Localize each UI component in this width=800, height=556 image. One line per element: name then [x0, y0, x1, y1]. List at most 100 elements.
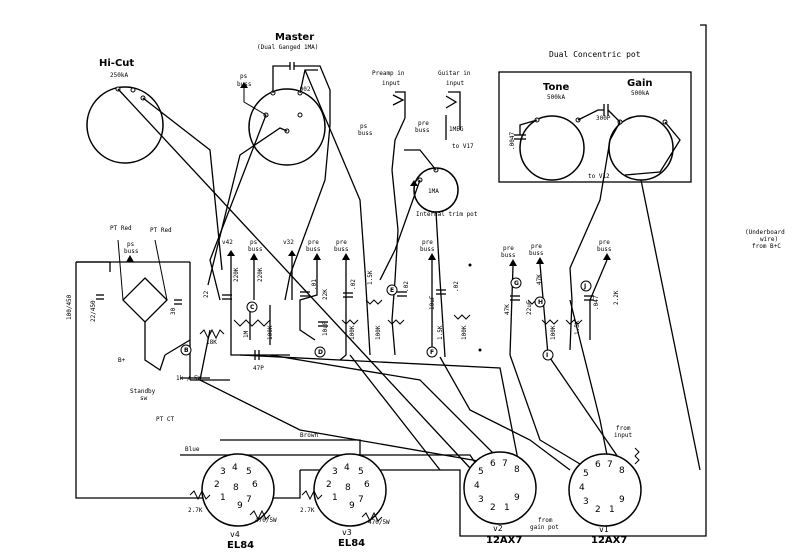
wire-blue-label: Blue [185, 446, 200, 453]
v3-type: EL84 [338, 538, 365, 549]
master-cap-value: .002 [296, 86, 311, 93]
v3-res1: 470/5W [368, 519, 390, 526]
res-18k: 18K [206, 339, 217, 346]
dual-cap2: .0047 [509, 132, 516, 150]
buss-label: buss [248, 246, 263, 253]
cap-47p: 47P [253, 365, 264, 372]
master-subtitle: (Dual Ganged 1MA) [257, 44, 318, 51]
cap-label: .01 [311, 279, 318, 290]
from-input-line1: from [616, 425, 631, 432]
buss-label: buss [358, 130, 373, 137]
v4-type: EL84 [227, 540, 254, 551]
pin: 4 [579, 483, 585, 493]
dual-pot-title: Dual Concentric pot [549, 50, 641, 59]
buss-label: buss [501, 252, 516, 259]
res-220k-b: 220K [257, 267, 264, 282]
cap-label: 22uF [526, 300, 533, 315]
pin: 9 [514, 493, 520, 503]
marker-g: G [514, 280, 519, 287]
buss-label: buss [597, 246, 612, 253]
from-input-line2: input [614, 432, 632, 439]
v3-name: v3 [342, 528, 352, 537]
pin: 1 [609, 505, 615, 515]
v3-res2: 2.7K [300, 507, 315, 514]
hicut-pot: Hi-Cut 250kA [86, 58, 164, 164]
res-label: 1.5K [437, 325, 444, 340]
pre-buss-label: pre [503, 245, 514, 252]
buss-label: buss [306, 246, 321, 253]
pin: 4 [474, 481, 480, 491]
trim-pot: 1MA Internal trim pot [410, 167, 478, 218]
v2-type: 12AX7 [486, 535, 522, 546]
master-title: Master [275, 32, 314, 43]
v4-name: v4 [230, 530, 240, 539]
ps-buss-label: ps [360, 123, 368, 130]
res-label: 47K [504, 304, 511, 315]
b-plus: B+ [118, 357, 126, 364]
pin: 8 [514, 465, 520, 475]
stage-components: .01 22K 10uF .02 1.5K 100K 100K .02 10uF… [299, 259, 620, 361]
marker-f: F [430, 349, 434, 356]
marker-d: D [318, 349, 323, 356]
guitar-res-value: 1MEG [449, 126, 464, 133]
stage-buss: pre buss pre buss pre buss pre buss pre … [306, 239, 612, 266]
pin: 2 [326, 480, 332, 490]
ps-buss-master: ps buss [237, 73, 267, 116]
pin: 4 [344, 463, 350, 473]
tube-v4: 4 5 6 7 3 2 1 9 8 v4 EL84 470/5W 2.7K [188, 453, 277, 551]
res-label: 1.5K [367, 270, 374, 285]
v42-label: v42 [222, 239, 233, 246]
tube-v2: 6 7 8 9 5 4 3 2 1 v2 12AX7 [463, 451, 537, 546]
cap-label: 10uF [429, 295, 436, 310]
res-label: 2.2K [613, 290, 620, 305]
pin: 8 [345, 483, 351, 493]
marker-b: B [184, 347, 189, 354]
underboard-line3: from B+C [752, 243, 781, 250]
pin: 9 [349, 501, 355, 511]
pre-buss-label: pre [308, 239, 319, 246]
res-label: 100K [349, 325, 356, 340]
v4-res1: 470/5W [255, 517, 277, 524]
pin: 5 [478, 467, 484, 477]
marker-i: I [546, 352, 548, 359]
preamp-jack-line1: Preamp in [372, 70, 405, 77]
pin: 3 [583, 497, 589, 507]
pin: 3 [220, 467, 226, 477]
hicut-title: Hi-Cut [99, 58, 134, 69]
res-220k-a: 220K [233, 267, 240, 282]
v1-type: 12AX7 [591, 535, 627, 546]
pt-red-1: PT Red [110, 225, 132, 232]
trim-value: 1MA [428, 188, 439, 195]
v2-name: v2 [493, 524, 503, 533]
res-1m: 1M [243, 330, 250, 338]
to-v12-note: to V12 [588, 173, 610, 180]
tube-v1: 6 7 8 9 5 4 3 2 1 v1 12AX7 [568, 447, 642, 546]
pre-buss-label: pre [599, 239, 610, 246]
buss-label: buss [415, 127, 430, 134]
pin: 8 [619, 466, 625, 476]
supply-nodes: v42 v32 ps buss 220K 220K 1M 100K 47P [222, 239, 296, 372]
pin: 3 [332, 467, 338, 477]
cap-label: .02 [403, 281, 410, 292]
pin: 9 [237, 501, 243, 511]
pin: 3 [478, 495, 484, 505]
underboard-line1: (Underboard [745, 229, 785, 236]
pin: 2 [214, 480, 220, 490]
ps-buss-label: ps [127, 241, 135, 248]
cap-label: .02 [350, 279, 357, 290]
power-supply: PT Red PT Red ps buss 100/450 22/450 30 … [66, 225, 232, 423]
cap-22: 22 [203, 290, 210, 298]
pin: 2 [490, 503, 496, 513]
pin: 6 [595, 460, 601, 470]
buss-label: buss [334, 246, 349, 253]
markers: C B D E F G H I J [180, 263, 592, 361]
notes: from input from gain pot (Underboard wir… [530, 229, 785, 531]
standby-line1: Standby [130, 388, 156, 395]
buss-label: buss [237, 81, 252, 88]
marker-e: E [390, 287, 394, 294]
buss-label: buss [529, 250, 544, 257]
dual-concentric-pot: Dual Concentric pot Tone 500kA Gain 500k… [498, 50, 692, 183]
v4-res2: 2.7K [188, 507, 203, 514]
res-label: 100K [375, 325, 382, 340]
